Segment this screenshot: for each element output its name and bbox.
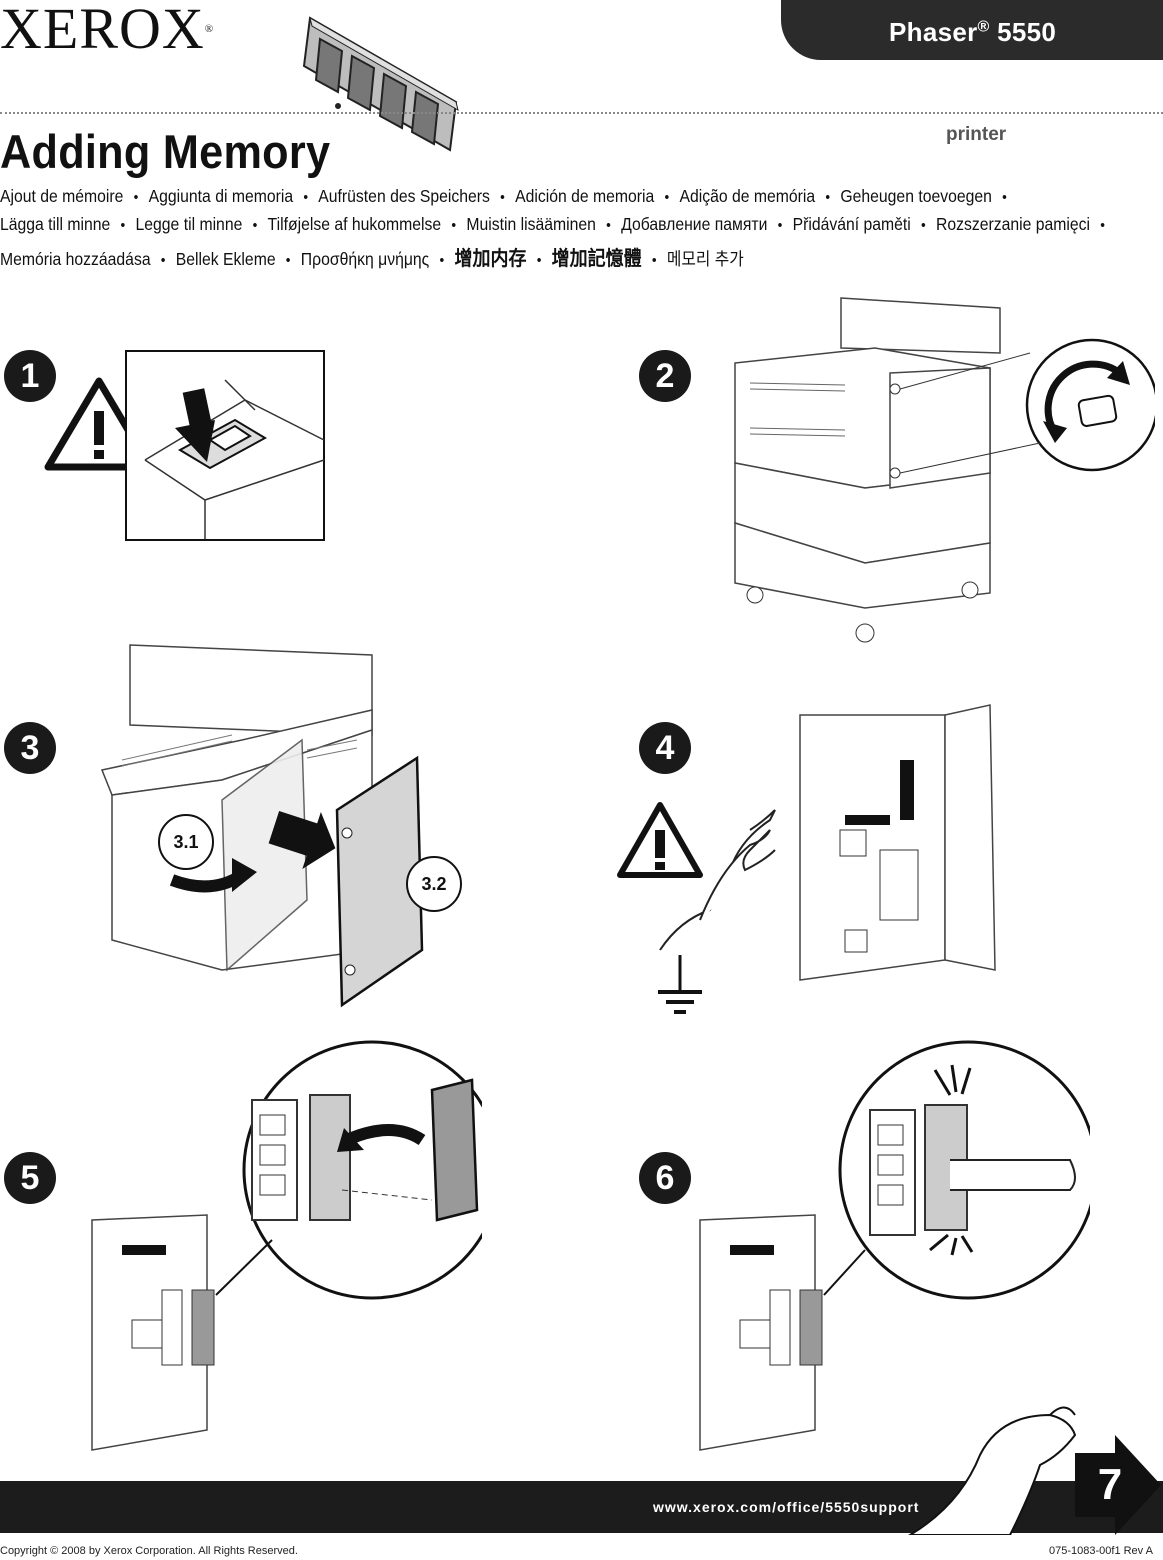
step-5-badge: 5 [4, 1152, 56, 1204]
product-model: 5550 [997, 17, 1057, 47]
translation-el: Προσθήκη μνήμης [300, 249, 430, 269]
translation-de: Aufrüsten des Speichers [318, 186, 490, 206]
step-3-badge: 3 [4, 722, 56, 774]
translation-fr: Ajout de mémoire [0, 186, 124, 206]
separator: • [825, 189, 831, 206]
product-registered-mark: ® [977, 18, 990, 36]
translations-line-1: Ajout de mémoire • Aggiunta di memoria • Auf… [0, 186, 1017, 207]
step-1-badge: 1 [4, 350, 56, 402]
translation-tr: Bellek Ekleme [175, 249, 276, 269]
memory-module-icon [302, 16, 459, 152]
remove-side-cover-icon [100, 644, 424, 1008]
separator: • [133, 189, 139, 206]
separator: • [120, 217, 126, 234]
translation-pt: Adição de memória [679, 186, 816, 206]
step-6-badge: 6 [639, 1152, 691, 1204]
separator: • [1002, 189, 1007, 206]
translation-hu: Memória hozzáadása [0, 249, 151, 269]
touch-ground-warning-icon [617, 704, 996, 1014]
separator: • [536, 252, 542, 269]
translation-cs: Přidávání paměti [792, 214, 911, 234]
xerox-logo: XEROX® [0, 0, 214, 58]
separator: • [1100, 217, 1106, 234]
product-banner [781, 0, 1163, 60]
separator: • [303, 189, 309, 206]
separator: • [651, 252, 657, 269]
translations-line-2: Lägga till minne • Legge til minne • Tilføje… [0, 214, 1115, 235]
separator: • [921, 217, 926, 234]
separator: • [252, 217, 258, 234]
translation-it: Aggiunta di memoria [148, 186, 294, 206]
page-turn-hand-icon [908, 1406, 1077, 1535]
callout-3-1: 3.1 [158, 814, 214, 870]
callout-3-2: 3.2 [406, 856, 462, 912]
page-subtitle: printer [946, 124, 1007, 145]
separator: • [606, 217, 611, 234]
separator: • [500, 189, 505, 206]
translation-no: Legge til minne [135, 214, 243, 234]
translations-line-3: Memória hozzáadása • Bellek Ekleme • Προσθήκ… [0, 242, 744, 271]
product-name: Phaser® 5550 [889, 17, 1056, 48]
warning-triangle-icon [44, 377, 154, 471]
translation-sv: Lägga till minne [0, 214, 111, 234]
step-2-badge: 2 [639, 350, 691, 402]
support-url-link[interactable]: www.xerox.com/office/5550support [653, 1499, 920, 1515]
translation-es: Adición de memoria [515, 186, 655, 206]
separator: • [160, 252, 166, 269]
translation-zh-cn: 增加内存 [454, 248, 527, 270]
next-page-arrow-icon[interactable] [1075, 1435, 1163, 1535]
translation-nl: Geheugen toevoegen [840, 186, 992, 206]
translation-zh-tw: 增加記憶體 [551, 248, 642, 270]
translation-ru: Добавление памяти [621, 214, 768, 234]
step-4-badge: 4 [639, 722, 691, 774]
translation-fi: Muistin lisääminen [466, 214, 596, 234]
separator: • [777, 217, 783, 234]
logo-text: XEROX [0, 0, 205, 61]
translation-da: Tilføjelse af hukommelse [267, 214, 442, 234]
separator: • [664, 189, 670, 206]
separator: • [285, 252, 291, 269]
remove-rear-screws-icon [734, 297, 1155, 643]
logo-registered-mark: ® [204, 23, 215, 35]
power-switch-off-warning-icon [125, 350, 325, 541]
copyright-notice: Copyright © 2008 by Xerox Corporation. A… [0, 1545, 298, 1557]
translation-pl: Rozszerzanie pamięci [935, 214, 1091, 234]
document-number: 075-1083-00f1 Rev A [1049, 1545, 1153, 1557]
product-name-text: Phaser [889, 17, 978, 47]
separator: • [439, 252, 445, 269]
insert-memory-module-icon [91, 1040, 482, 1451]
press-memory-module-icon [699, 1040, 1090, 1451]
page-number: 7 [1097, 1460, 1123, 1509]
translation-ko: 메모리 추가 [666, 249, 744, 269]
header-divider [0, 112, 1163, 114]
page-title: Adding Memory [0, 125, 331, 178]
separator: • [451, 217, 457, 234]
